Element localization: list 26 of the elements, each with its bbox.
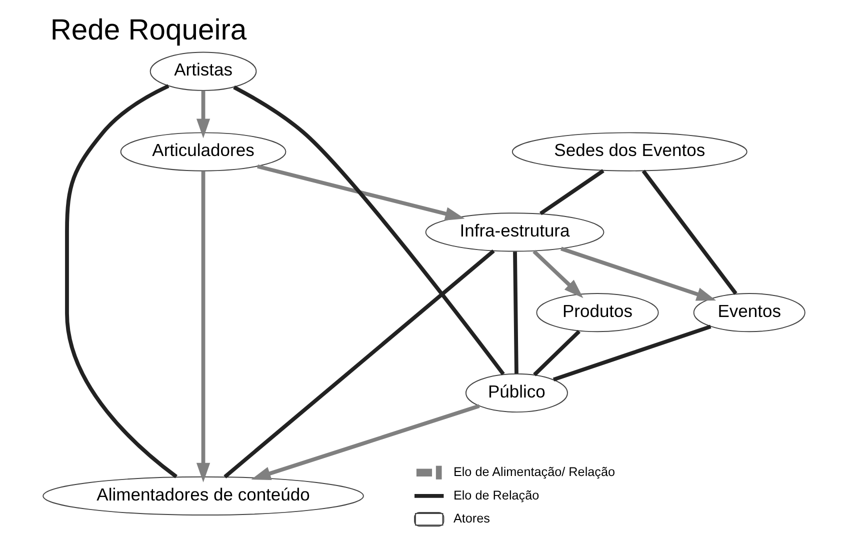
connector: [642, 170, 738, 295]
arrow: [560, 246, 716, 301]
arrow: [196, 90, 210, 138]
arrow: [532, 250, 584, 298]
node-ellipse: Infra-estrutura: [425, 212, 604, 252]
legend-label: Atores: [453, 512, 490, 526]
connector: [65, 84, 178, 478]
connector: [540, 169, 604, 216]
node-ellipse: Articuladores: [120, 132, 286, 172]
legend-label: Elo de Alimentação/ Relação: [453, 464, 616, 479]
connector: [233, 86, 505, 376]
arrow: [251, 404, 480, 480]
connector: [224, 249, 495, 478]
legend-label: Elo de Relação: [453, 488, 540, 502]
arrow: [196, 171, 210, 482]
diagram-title: Rede Roqueira: [50, 14, 247, 46]
node-ellipse: Público: [465, 373, 568, 413]
node-ellipse: Eventos: [693, 293, 806, 332]
node-ellipse: Produtos: [536, 293, 659, 332]
node-ellipse: Artistas: [150, 52, 257, 91]
node-ellipse: Alimentadores de conteúdo: [42, 476, 364, 516]
connector: [552, 324, 712, 382]
connector: [513, 252, 518, 374]
node-ellipse: Sedes dos Eventos: [512, 132, 748, 172]
connector: [533, 330, 581, 376]
arrow: [257, 164, 465, 220]
